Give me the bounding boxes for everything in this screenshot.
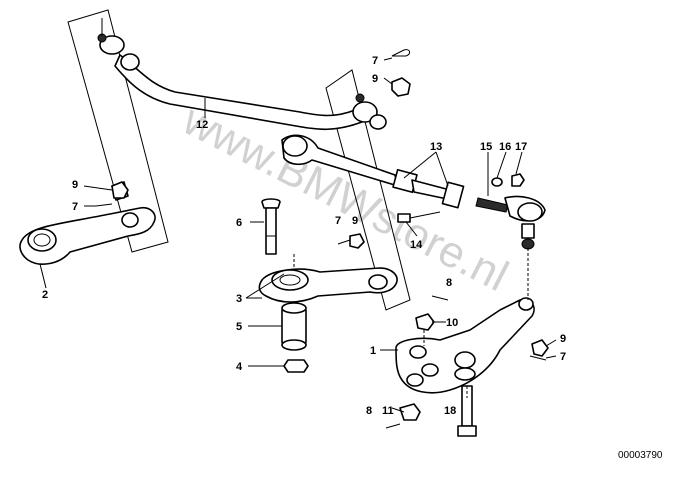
frame-left: [67, 9, 169, 253]
center-tie-rod: [97, 18, 387, 131]
callout-4: 4: [236, 361, 243, 373]
callout-6: 6: [236, 217, 242, 229]
callout-7: 7: [335, 215, 341, 227]
callout-7: 7: [72, 201, 78, 213]
callout-8: 8: [366, 405, 372, 417]
callout-11: 11: [382, 405, 394, 417]
callout-2: 2: [42, 289, 48, 301]
callout-14: 14: [410, 239, 423, 251]
callout-12: 12: [196, 119, 208, 131]
callout-10: 10: [446, 317, 458, 329]
callout-3: 3: [236, 293, 242, 305]
callout-18: 18: [444, 405, 456, 417]
callout-9: 9: [372, 73, 378, 85]
nut-4: [283, 359, 309, 373]
idler-arm: [258, 267, 398, 303]
callout-15: 15: [480, 141, 492, 153]
bolt-6: [261, 198, 281, 255]
reference-number: 00003790: [618, 450, 663, 461]
callout-9: 9: [560, 333, 566, 345]
callout-1: 1: [370, 345, 376, 357]
callout-5: 5: [236, 321, 242, 333]
callout-7: 7: [560, 351, 566, 363]
idler-bracket: [395, 297, 535, 394]
callout-16: 16: [499, 141, 511, 153]
tie-rod-assembly: [281, 134, 546, 250]
callout-8: 8: [446, 277, 452, 289]
leader-lines: [39, 57, 557, 413]
callout-9: 9: [72, 179, 78, 191]
callout-17: 17: [515, 141, 527, 153]
callout-9: 9: [352, 215, 358, 227]
callout-13: 13: [430, 141, 442, 153]
alignment-lines: [293, 248, 529, 398]
frame-right: [325, 69, 411, 311]
pitman-arm: [19, 181, 156, 265]
callout-labels: 7 9 12 13 15 16 17 9 7 6 7 9 14 8 2 3 10…: [42, 55, 566, 417]
small-hardware: [95, 49, 549, 437]
callout-7: 7: [372, 55, 378, 67]
bushing-5: [281, 302, 307, 351]
